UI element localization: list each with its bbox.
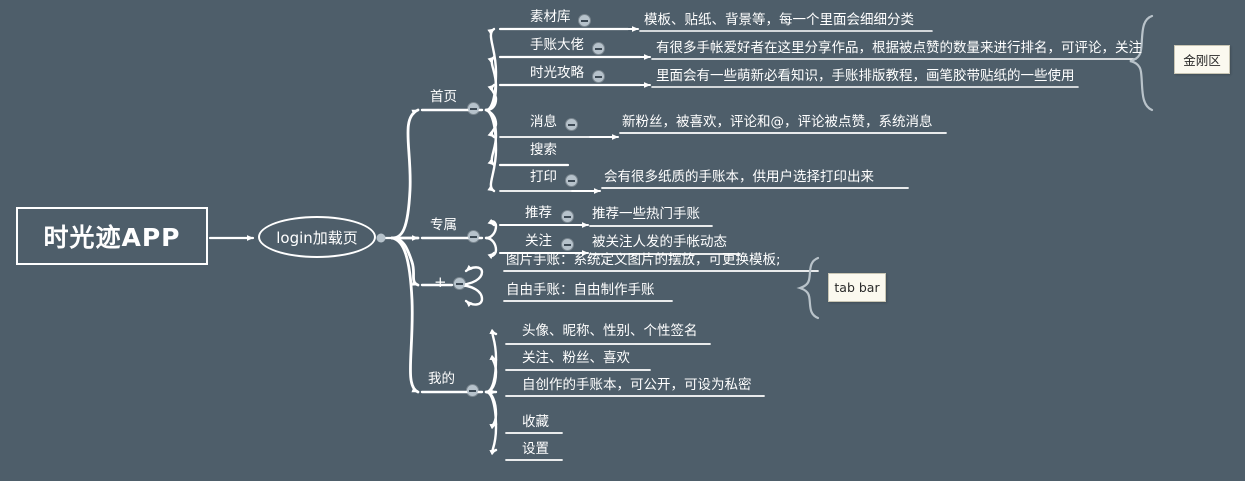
entry-node-label: login加载页 xyxy=(276,228,358,247)
branch-exclusive-label[interactable]: 专属 xyxy=(430,217,457,233)
callout-jingangqu[interactable]: 金刚区 xyxy=(1174,45,1230,74)
node-home-child-3-label[interactable]: 消息 xyxy=(530,114,557,130)
root-node-label: 时光迹APP xyxy=(43,223,181,252)
node-home-child-4-label[interactable]: 搜索 xyxy=(530,142,557,158)
collapse-badge-exclusive-child-1[interactable] xyxy=(562,239,573,250)
node-home-child-1-label[interactable]: 手账大佬 xyxy=(530,37,584,53)
collapse-badge-mine[interactable] xyxy=(467,385,478,396)
collapse-badge-home-child-1[interactable] xyxy=(593,43,604,54)
detail-exclusive-child-0: 推荐一些热门手账 xyxy=(592,206,700,222)
collapse-badge-home-child-2[interactable] xyxy=(593,71,604,82)
branch-plus-label[interactable]: + xyxy=(434,273,447,291)
detail-exclusive-child-1: 被关注人发的手帐动态 xyxy=(592,234,727,250)
collapse-badge-home-child-5[interactable] xyxy=(566,175,577,186)
node-exclusive-child-1-label[interactable]: 关注 xyxy=(525,233,552,249)
node-mine-child-3-label[interactable]: 收藏 xyxy=(522,414,549,430)
node-plus-child-0-label[interactable]: 图片手账：系统定义图片的摆放，可更换模板; xyxy=(506,252,781,268)
collapse-badge-exclusive-child-0[interactable] xyxy=(562,211,573,222)
branch-home-label[interactable]: 首页 xyxy=(430,89,457,105)
node-exclusive-child-0-label[interactable]: 推荐 xyxy=(525,205,552,221)
node-home-child-5-label[interactable]: 打印 xyxy=(530,169,557,185)
callout-tabbar-label: tab bar xyxy=(834,280,880,295)
collapse-badge-home[interactable] xyxy=(468,103,479,114)
node-plus-child-1-label[interactable]: 自由手账：自由制作手账 xyxy=(506,282,655,298)
node-mine-child-4-label[interactable]: 设置 xyxy=(522,441,549,457)
node-home-child-0-label[interactable]: 素材库 xyxy=(530,9,571,25)
collapse-badge-home-child-0[interactable] xyxy=(579,15,590,26)
root-node[interactable]: 时光迹APP xyxy=(16,207,208,265)
node-mine-child-1-label[interactable]: 关注、粉丝、喜欢 xyxy=(522,350,630,366)
hub-dot xyxy=(376,233,386,243)
node-mine-child-0-label[interactable]: 头像、昵称、性别、个性签名 xyxy=(522,323,698,339)
branch-mine-label[interactable]: 我的 xyxy=(428,371,455,387)
detail-home-child-0: 模板、贴纸、背景等，每一个里面会细细分类 xyxy=(644,12,914,28)
detail-home-child-3: 新粉丝，被喜欢，评论和@，评论被点赞，系统消息 xyxy=(622,114,933,130)
entry-node[interactable]: login加载页 xyxy=(258,216,376,258)
collapse-badge-exclusive[interactable] xyxy=(468,231,479,242)
node-home-child-2-label[interactable]: 时光攻略 xyxy=(530,65,584,81)
detail-home-child-5: 会有很多纸质的手账本，供用户选择打印出来 xyxy=(604,169,874,185)
node-mine-child-2-label[interactable]: 自创作的手账本，可公开，可设为私密 xyxy=(522,377,752,393)
callout-jingangqu-label: 金刚区 xyxy=(1183,53,1221,68)
callout-tabbar[interactable]: tab bar xyxy=(828,273,886,302)
detail-home-child-1: 有很多手帐爱好者在这里分享作品，根据被点赞的数量来进行排名，可评论，关注 xyxy=(656,40,1142,56)
collapse-badge-plus[interactable] xyxy=(454,278,465,289)
detail-home-child-2: 里面会有一些萌新必看知识，手账排版教程，画笔胶带贴纸的一些使用 xyxy=(656,68,1075,84)
collapse-badge-home-child-3[interactable] xyxy=(566,119,577,130)
